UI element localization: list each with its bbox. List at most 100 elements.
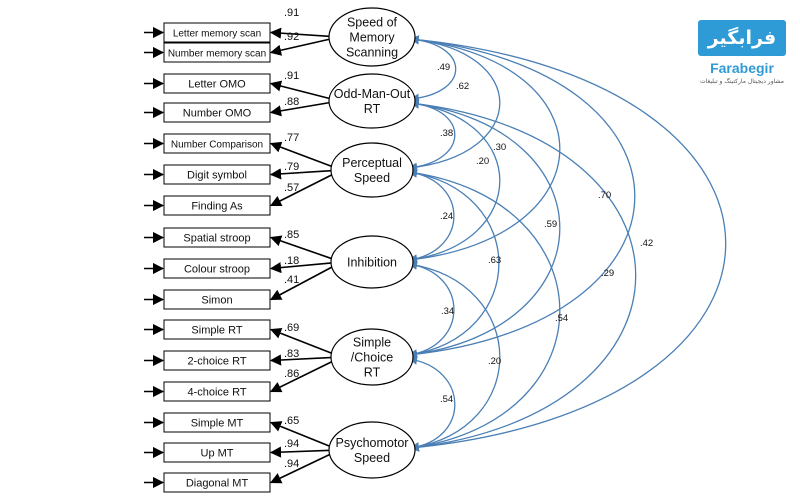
correlation-label: .62 [456,81,469,92]
farabegir-logo: فرابگیر Farabegir مشاور دیجیتال مارکتینگ… [698,20,786,90]
indicator-label: Finding As [191,201,243,213]
factor-correlation-curve [407,35,561,264]
factor-loading-label: .65 [284,415,299,427]
factor-loading-label: .94 [284,438,299,450]
latent-factor-oval [328,421,416,479]
correlation-label: .20 [476,156,489,167]
factor-loading-label: .41 [284,274,299,286]
correlation-label: .42 [640,238,653,249]
latent-factor-label: RT [364,366,381,380]
latent-factor-oval [330,235,414,289]
factor-correlation-curve [408,260,501,452]
latent-factor-label: /Choice [351,351,393,365]
indicator-label: Simon [201,295,232,307]
indicator-label: 4-choice RT [187,387,246,399]
indicator-label: Letter OMO [188,79,246,91]
indicator-box [163,258,271,279]
factor-loading-label: .77 [284,132,299,144]
correlation-label: .30 [493,142,506,153]
latent-factor-label: Speed [354,451,390,465]
factor-correlation-curve [407,35,636,359]
loading-path [269,80,332,100]
logo-name: Farabegir [710,60,774,76]
loading-path [269,38,332,56]
loading-path [269,354,334,366]
correlation-label: .54 [440,394,453,405]
factor-loading-label: .69 [284,322,299,334]
correlation-label: .38 [440,128,453,139]
factor-loading-label: .18 [284,255,299,267]
indicator-label: Letter memory scan [173,29,261,40]
correlation-label: .29 [601,268,614,279]
correlation-label: .70 [598,190,611,201]
factor-correlation-curve [408,168,500,359]
factor-correlation-curve [407,168,455,264]
indicator-box [163,381,271,402]
latent-factor-label: RT [364,102,381,116]
latent-factor-label: Odd-Man-Out [334,87,411,101]
factor-loading-label: .86 [284,368,299,380]
factor-correlation-curve [407,168,561,452]
factor-loading-label: .88 [284,96,299,108]
indicator-label: Simple RT [191,325,242,337]
indicator-box [163,22,271,43]
indicator-label: Number Comparison [171,140,263,151]
factor-correlation-curve [407,99,561,359]
factor-correlation-curve [409,99,637,452]
loading-path [269,141,334,168]
latent-factor-label: Psychomotor [336,436,409,450]
indicator-label: 2-choice RT [187,356,246,368]
indicator-box [163,227,271,248]
loading-path [270,265,334,301]
factor-correlation-curve [409,35,727,452]
correlation-label: .59 [544,219,557,230]
indicator-label: Number memory scan [168,49,266,60]
indicator-box [163,73,271,94]
factor-loading-label: .91 [284,7,299,19]
loading-path [269,453,332,484]
latent-factor-label: Perceptual [342,156,402,170]
factor-loading-label: .92 [284,31,299,43]
factor-correlation-curve [409,35,457,103]
loading-path [269,327,334,355]
correlation-label: .34 [441,306,454,317]
factor-loading-label: .91 [284,70,299,82]
logo-mark: فرابگیر [698,20,786,56]
indicator-label: Number OMO [183,108,252,120]
factor-correlation-curve [407,99,456,172]
factor-loading-label: .57 [284,182,299,194]
factor-correlation-curve [407,99,501,264]
loading-path [269,261,334,274]
indicator-box [163,164,271,185]
loading-path [269,168,334,180]
indicator-label: Up MT [201,448,234,460]
factor-correlation-curve [407,35,501,172]
indicator-box [163,319,271,340]
indicator-label: Spatial stroop [183,233,250,245]
loading-path [269,421,332,448]
latent-factor-label: Speed [354,171,390,185]
loading-path [269,360,334,393]
factor-correlation-curve [408,260,455,359]
latent-factor-oval [328,7,416,67]
correlation-label: .63 [488,255,501,266]
factor-correlation-curve [408,355,456,452]
indicator-box [163,195,271,216]
correlation-label: .20 [488,356,501,367]
factor-loading-label: .85 [284,229,299,241]
latent-factor-oval [330,328,414,386]
loading-path [269,235,334,260]
correlation-label: .24 [440,211,453,222]
latent-factor-label: Speed of [347,16,398,30]
indicator-label: Digit symbol [187,170,247,182]
indicator-box [163,289,271,310]
indicator-box [163,442,271,463]
indicator-box [163,412,271,433]
correlation-label: .54 [555,313,568,324]
factor-loading-label: .83 [284,348,299,360]
factor-loading-label: .94 [284,458,299,470]
factor-loading-label: .79 [284,161,299,173]
logo-tagline: مشاور دیجیتال مارکتینگ و تبلیغات [700,78,784,85]
